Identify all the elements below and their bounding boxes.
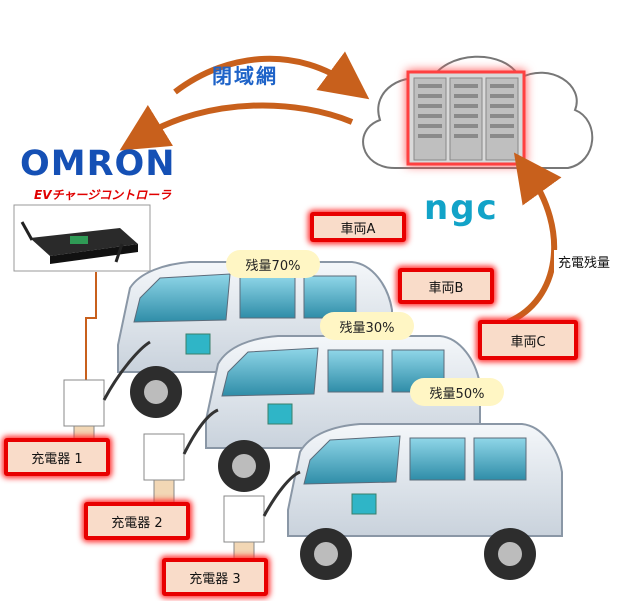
charger-1-label: 充電器 1 [4,438,110,476]
remaining-70-bubble: 残量70% [226,250,320,278]
omron-subtitle: EVチャージコントローラ [34,188,172,202]
charger-3 [223,470,301,567]
vehicle-a-label: 車両A [310,212,406,242]
charger-2-label: 充電器 2 [84,502,190,540]
ev-charge-controller [13,204,151,272]
arrow-charge-level [506,152,562,325]
cloud-server [362,55,594,169]
arrow-to-controller [119,102,354,151]
van-c [287,423,563,580]
charger-3-label: 充電器 3 [162,558,268,596]
remaining-50-bubble: 残量50% [410,378,504,406]
remaining-30-bubble: 残量30% [320,312,414,340]
charge-level-label: 充電残量 [554,250,615,273]
arrow-to-cloud [173,51,370,100]
network-label: 閉域網 [212,64,278,88]
ngc-logo: ngc [424,188,499,228]
vehicle-b-label: 車両B [398,268,494,304]
charger-2 [143,408,219,505]
vehicle-c-label: 車両C [478,320,578,360]
omron-logo: OMRON [20,144,176,184]
